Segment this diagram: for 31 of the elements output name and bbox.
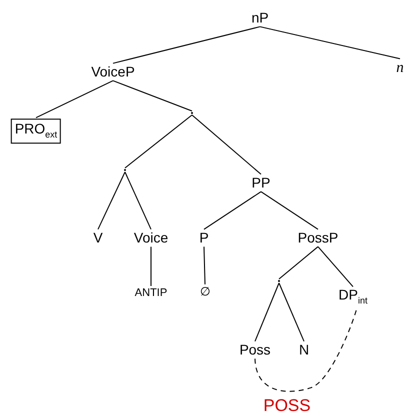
tree-branch	[278, 246, 318, 280]
head-label: Voice	[134, 230, 168, 246]
tree-branch	[150, 246, 152, 286]
feature-label: POSS	[263, 396, 311, 416]
phrase-label: PP	[252, 175, 270, 191]
tree-branch	[318, 246, 354, 288]
head-label: P	[199, 230, 209, 246]
head-label: N	[298, 342, 310, 358]
phrase-label: DP$_{int}$	[338, 288, 368, 306]
tree-branch	[124, 172, 152, 230]
tree-branch	[204, 246, 206, 285]
tree-branch	[124, 114, 192, 168]
null-symbol: ∅	[200, 285, 210, 299]
tree-branch	[98, 172, 126, 230]
tree-branch	[278, 282, 304, 342]
tree-branch	[260, 26, 400, 60]
phrase-label: PossP	[298, 230, 338, 246]
phrase-label: nP	[251, 10, 269, 26]
tree-branch	[112, 26, 260, 64]
head-label: Poss	[239, 342, 271, 358]
boxed-label: PRO$_{ext}$	[10, 118, 62, 144]
head-label: n	[396, 60, 404, 76]
tree-branch	[254, 282, 280, 342]
tree-branch	[204, 191, 262, 230]
tree-branch	[192, 114, 262, 175]
tree-branch	[36, 80, 114, 118]
tree-branch	[112, 80, 192, 112]
tree-branch	[260, 191, 318, 230]
phrase-label: VoiceP	[91, 64, 135, 80]
feature-label: ANTIP	[134, 286, 168, 300]
head-label: V	[93, 230, 103, 246]
